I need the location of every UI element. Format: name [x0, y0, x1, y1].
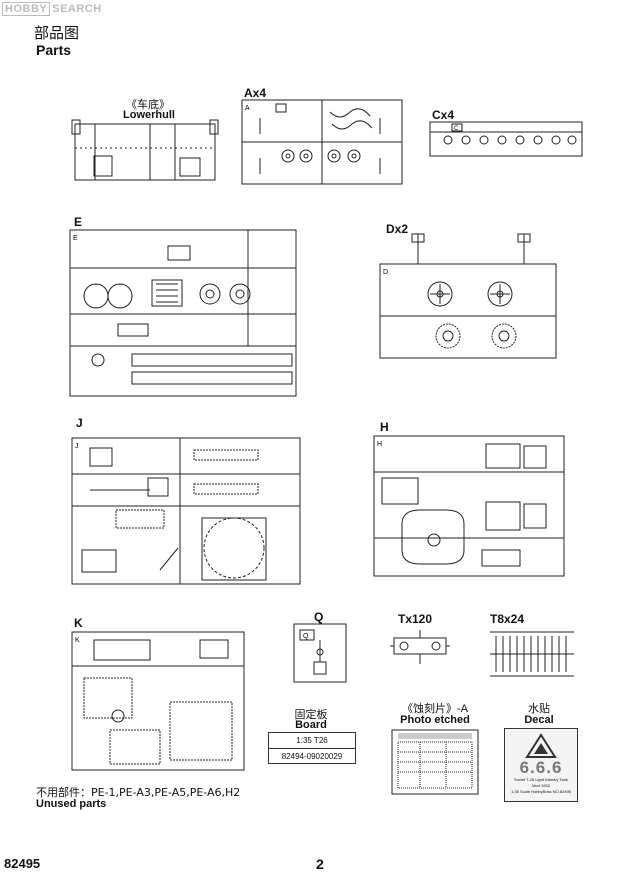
board-title-cn: 固定板 [294, 709, 328, 721]
sprue-c-tag: C [454, 126, 459, 132]
sprue-q-label: Q [314, 610, 324, 624]
sprue-k-tag: K [75, 637, 80, 644]
decal-title-en: Decal [524, 714, 554, 726]
sprue-c-label: Cx4 [432, 108, 455, 122]
decal-caption-2: 1:35 Scale HobbyBoss NO.82495 [511, 789, 571, 794]
sprue-e-tag: E [73, 235, 78, 242]
sprue-t8-label: T8x24 [490, 612, 525, 626]
sprue-h-drawing: H [373, 435, 565, 577]
sprue-d-drawing: D [379, 233, 557, 359]
sprue-e-drawing: E [69, 229, 297, 397]
decal-sheet: 6.6.6 Soviet T-26 Light Infantry Tank Mo… [504, 728, 578, 802]
board-line2: 82494-09020029 [281, 752, 343, 761]
photo-etched-title-cn: 《蚀刻片》-A [402, 703, 468, 715]
board-line1: 1:35 T26 [269, 733, 355, 749]
sprue-t-drawing [390, 630, 450, 664]
decal-title-cn: 水贴 [528, 703, 550, 715]
photo-etched-title-en: Photo etched [400, 714, 470, 726]
decal-numbers: 6.6.6 [519, 758, 563, 777]
watermark-text: SEARCH [52, 3, 102, 15]
lowerhull-title-en: Lowerhull [123, 109, 175, 121]
page-title-cn: 部品图 [34, 24, 80, 42]
sprue-t-label: Tx120 [398, 612, 433, 626]
lowerhull-title-cn: 《车底》 [126, 99, 170, 111]
sprue-k-drawing: K [71, 631, 245, 771]
sprue-e-label: E [74, 215, 83, 229]
sprue-d-tag: D [383, 269, 388, 276]
sprue-h-label: H [380, 420, 389, 434]
sprue-k-label: K [74, 616, 83, 630]
sprue-a-label: Ax4 [244, 86, 267, 100]
sprue-a-drawing: A [241, 99, 403, 185]
sprue-j-tag: J [75, 443, 79, 450]
sprue-h-tag: H [377, 441, 382, 448]
decal-caption-1: Soviet T-26 Light Infantry Tank Mod.1933 [514, 777, 568, 788]
board-title-en: Board [295, 719, 327, 731]
board-label-box: 1:35 T26 82494-09020029 [268, 732, 356, 764]
watermark-logo: HOBBY [2, 2, 51, 16]
unused-parts-cn: 不用部件：PE-1,PE-A3,PE-A5,PE-A6,H2 [36, 786, 241, 799]
sprue-q-drawing: Q [293, 623, 347, 683]
sprue-q-tag: Q [303, 633, 309, 640]
sprue-t8-drawing [490, 631, 574, 677]
sprue-a-tag: A [245, 105, 250, 112]
sprue-d-label: Dx2 [386, 222, 409, 236]
product-number: 82495 [4, 856, 41, 871]
lowerhull-drawing [71, 119, 219, 181]
sprue-c-drawing: C [429, 121, 583, 157]
photo-etched-fret [391, 729, 479, 795]
page-title-en: Parts [36, 42, 72, 58]
decal-triangle-icon [525, 733, 557, 758]
page-number: 2 [316, 856, 324, 872]
unused-parts-en: Unused parts [36, 798, 107, 810]
sprue-j-drawing: J [71, 437, 301, 585]
sprue-j-label: J [76, 416, 83, 430]
